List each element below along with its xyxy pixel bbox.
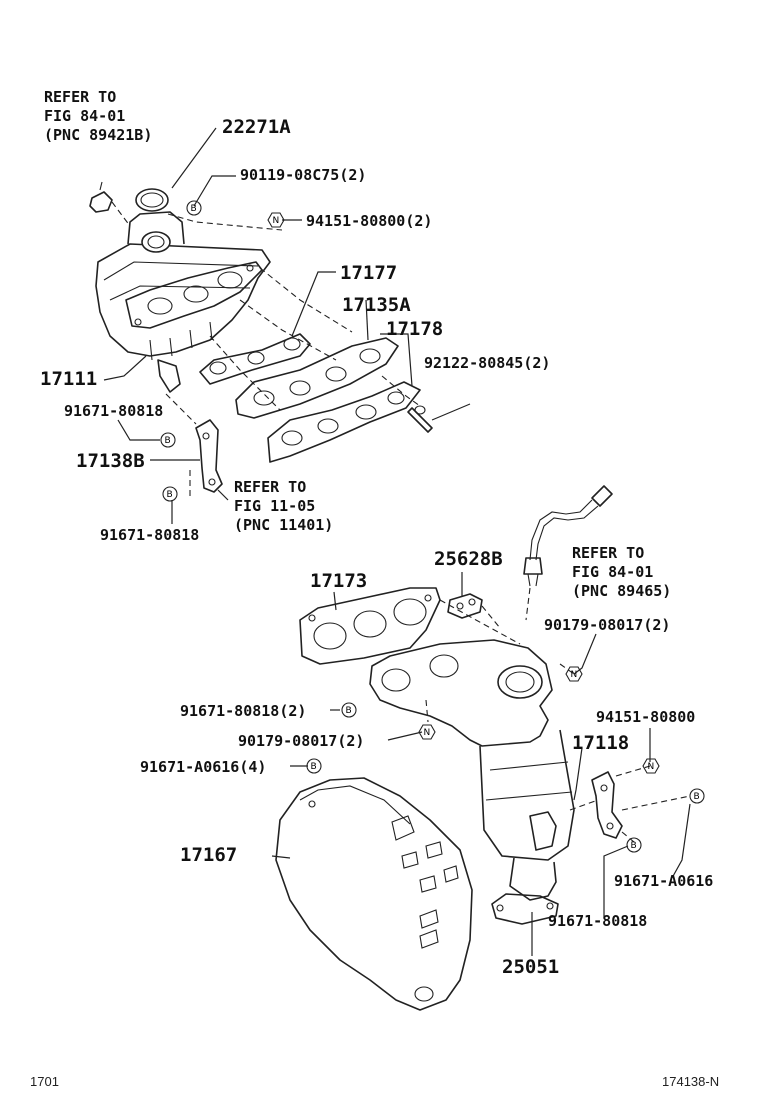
bolt-icon: B (689, 788, 705, 804)
gasket-22271a (135, 188, 169, 212)
svg-text:B: B (311, 762, 317, 772)
svg-text:N: N (273, 216, 280, 226)
part-label-17177: 17177 (340, 262, 398, 284)
footer-illustration-id: 174138-N (662, 1074, 720, 1089)
part-label-25628b: 25628B (434, 548, 503, 570)
bolt-icon: B (626, 837, 642, 853)
part-label-22271a: 22271A (222, 116, 291, 138)
oxygen-sensor (523, 485, 613, 587)
alignment-lines-lower (425, 599, 691, 843)
fastener-markers: B N B B N B N B N B B (160, 200, 705, 853)
heat-insulator-17167 (275, 777, 473, 1011)
part-label-17111: 17111 (40, 368, 98, 390)
gasket-17135a (235, 337, 399, 419)
part-label-91671-b: 91671-80818 (100, 526, 200, 544)
alignment-lines-top (111, 201, 421, 500)
gasket-17177 (199, 333, 311, 385)
svg-text:B: B (694, 792, 700, 802)
intake-manifold-17111 (95, 211, 271, 393)
bolt-icon: B (160, 432, 176, 448)
part-label-17118: 17118 (572, 732, 630, 754)
part-label-90119: 90119-08C75(2) (240, 166, 367, 184)
exhaust-manifold-converter (369, 639, 575, 925)
part-label-91671-a0616-4: 91671-A0616(4) (140, 758, 267, 776)
svg-text:N: N (648, 762, 655, 772)
part-label-17178: 17178 (386, 318, 444, 340)
bolt-icon: B (341, 702, 357, 718)
nut-icon: N (642, 758, 660, 774)
part-label-17138b: 17138B (76, 450, 145, 472)
svg-text:B: B (631, 841, 637, 851)
svg-text:N: N (424, 728, 431, 738)
part-label-90179-2a: 90179-08017(2) (544, 616, 671, 634)
bolt-icon: B (186, 200, 202, 216)
leader-lines (103, 127, 691, 956)
gasket-17173 (299, 587, 441, 665)
part-label-17167: 17167 (180, 844, 238, 866)
bracket-right (591, 771, 623, 839)
stud-bolt-92122 (407, 405, 433, 433)
svg-text:B: B (167, 490, 173, 500)
sensor-alignment-line (525, 587, 531, 621)
bracket-17138b (195, 419, 223, 493)
bolt-icon: B (162, 486, 178, 502)
part-label-94151-2: 94151-80800(2) (306, 212, 433, 230)
svg-text:N: N (571, 670, 578, 680)
bolt-icon: B (306, 758, 322, 774)
nut-icon: N (565, 666, 583, 682)
gasket-17178 (267, 381, 421, 463)
part-label-91671-c: 91671-80818 (548, 912, 648, 930)
part-label-91671-a: 91671-80818 (64, 402, 164, 420)
part-label-91671-2: 91671-80818(2) (180, 702, 307, 720)
svg-text:B: B (191, 204, 197, 214)
sensor-part-top (89, 181, 113, 213)
part-label-90179-2b: 90179-08017(2) (238, 732, 365, 750)
footer-figure-number: 1701 (30, 1074, 59, 1089)
part-label-17135a: 17135A (342, 294, 411, 316)
part-label-94151: 94151-80800 (596, 708, 696, 726)
nut-icon: N (418, 724, 436, 740)
part-label-91671-a0616: 91671-A0616 (614, 872, 714, 890)
svg-text:B: B (165, 436, 171, 446)
part-label-17173: 17173 (310, 570, 368, 592)
gasket-25628b (447, 593, 483, 619)
part-label-25051: 25051 (502, 956, 560, 978)
part-label-92122: 92122-80845(2) (424, 354, 551, 372)
nut-icon: N (267, 212, 285, 228)
svg-text:B: B (346, 706, 352, 716)
